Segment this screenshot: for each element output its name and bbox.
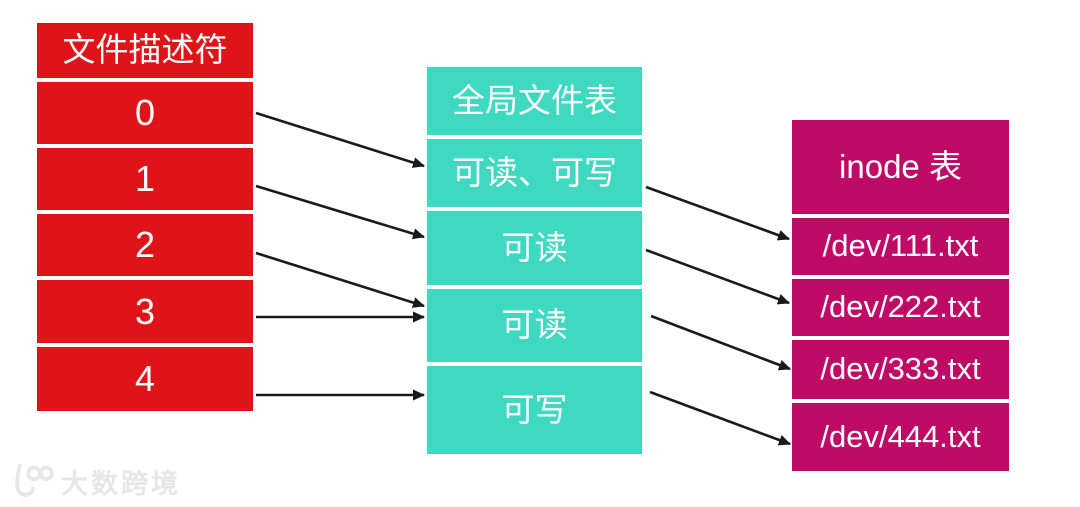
arrow-gft-row-2-to-inode-row-2 [650,314,791,371]
fd-row-4: 4 [37,347,253,411]
fd-row-3: 3 [37,280,253,343]
fd-table-title: 文件描述符 [37,23,253,78]
arrow-fd-0-to-gft-row-0 [255,111,425,168]
inode-title: inode 表 [792,120,1009,214]
inode-row-3: /dev/444.txt [792,403,1009,471]
watermark-logo-icon [15,463,54,497]
gft-row-1: 可读 [427,211,642,285]
arrow-gft-row-0-to-inode-row-0 [645,185,790,241]
inode-table: inode 表 /dev/111.txt /dev/222.txt /dev/3… [792,120,1009,471]
fd-row-2: 2 [37,214,253,276]
arrow-fd-2-to-gft-row-2 [255,251,425,308]
watermark: 大数跨境 [10,462,181,501]
inode-row-0: /dev/111.txt [792,218,1009,275]
gft-row-0: 可读、可写 [427,139,642,207]
gft-row-3: 可写 [427,366,642,454]
fd-row-1: 1 [37,148,253,210]
inode-row-2: /dev/333.txt [792,340,1009,399]
global-file-table: 全局文件表 可读、可写 可读 可读 可写 [427,67,642,454]
arrow-gft-row-3-to-inode-row-3 [649,390,791,446]
inode-row-1: /dev/222.txt [792,279,1009,336]
fd-table: 文件描述符 0 1 2 3 4 [37,23,253,411]
arrow-gft-row-1-to-inode-row-1 [645,248,790,305]
gft-row-2: 可读 [427,289,642,362]
fd-row-0: 0 [37,82,253,144]
watermark-text: 大数跨境 [61,469,181,499]
arrow-fd-1-to-gft-row-1 [255,184,425,240]
gft-title: 全局文件表 [427,67,642,135]
